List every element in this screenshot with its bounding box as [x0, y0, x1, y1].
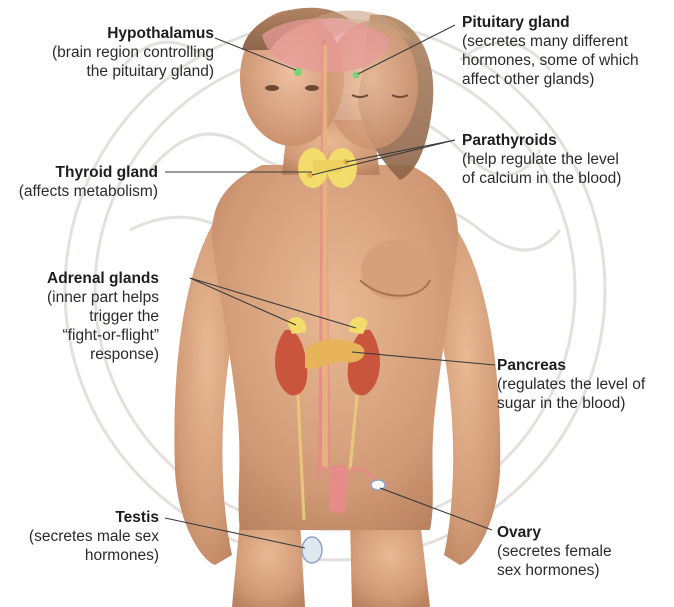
thyroid-title: Thyroid gland	[56, 164, 158, 181]
testis-desc-2: hormones)	[29, 546, 159, 565]
testis-title: Testis	[115, 509, 159, 526]
pancreas-desc-1: (regulates the level of	[497, 375, 645, 394]
parathyroids-desc-2: of calcium in the blood)	[462, 169, 621, 188]
testis-label: Testis (secretes male sex hormones)	[29, 508, 159, 565]
adrenal-desc-3: “fight-or-flight”	[47, 326, 159, 345]
ovary-title: Ovary	[497, 524, 541, 541]
hypothalamus-label: Hypothalamus (brain region controlling t…	[52, 24, 214, 81]
adrenal-desc-4: response)	[47, 345, 159, 364]
pituitary-desc-2: hormones, some of which	[462, 51, 639, 70]
pituitary-desc-3: affect other glands)	[462, 70, 639, 89]
hypothalamus-title: Hypothalamus	[107, 25, 214, 42]
pancreas-label: Pancreas (regulates the level of sugar i…	[497, 356, 645, 413]
adrenal-label: Adrenal glands (inner part helps trigger…	[47, 269, 159, 364]
hypothalamus-desc-2: the pituitary gland)	[52, 62, 214, 81]
adrenal-desc-2: trigger the	[47, 307, 159, 326]
ovary-label: Ovary (secretes female sex hormones)	[497, 523, 612, 580]
pancreas-title: Pancreas	[497, 357, 566, 374]
testis-desc-1: (secretes male sex	[29, 527, 159, 546]
hypothalamus-desc-1: (brain region controlling	[52, 43, 214, 62]
ovary-desc-2: sex hormones)	[497, 561, 612, 580]
legs	[232, 520, 430, 607]
parathyroids-title: Parathyroids	[462, 132, 557, 149]
parathyroids-desc-1: (help regulate the level	[462, 150, 621, 169]
pituitary-desc-1: (secretes many different	[462, 32, 639, 51]
adrenal-desc-1: (inner part helps	[47, 288, 159, 307]
pituitary-title: Pituitary gland	[462, 14, 570, 31]
thyroid-label: Thyroid gland (affects metabolism)	[19, 163, 158, 201]
thyroid-desc-1: (affects metabolism)	[19, 182, 158, 201]
spinal-cord-core	[322, 45, 328, 470]
pituitary-label: Pituitary gland (secretes many different…	[462, 13, 639, 89]
testis-organ	[302, 537, 322, 563]
adrenal-title: Adrenal glands	[47, 270, 159, 287]
pancreas-desc-2: sugar in the blood)	[497, 394, 645, 413]
ovary-desc-1: (secretes female	[497, 542, 612, 561]
parathyroids-label: Parathyroids (help regulate the level of…	[462, 131, 621, 188]
